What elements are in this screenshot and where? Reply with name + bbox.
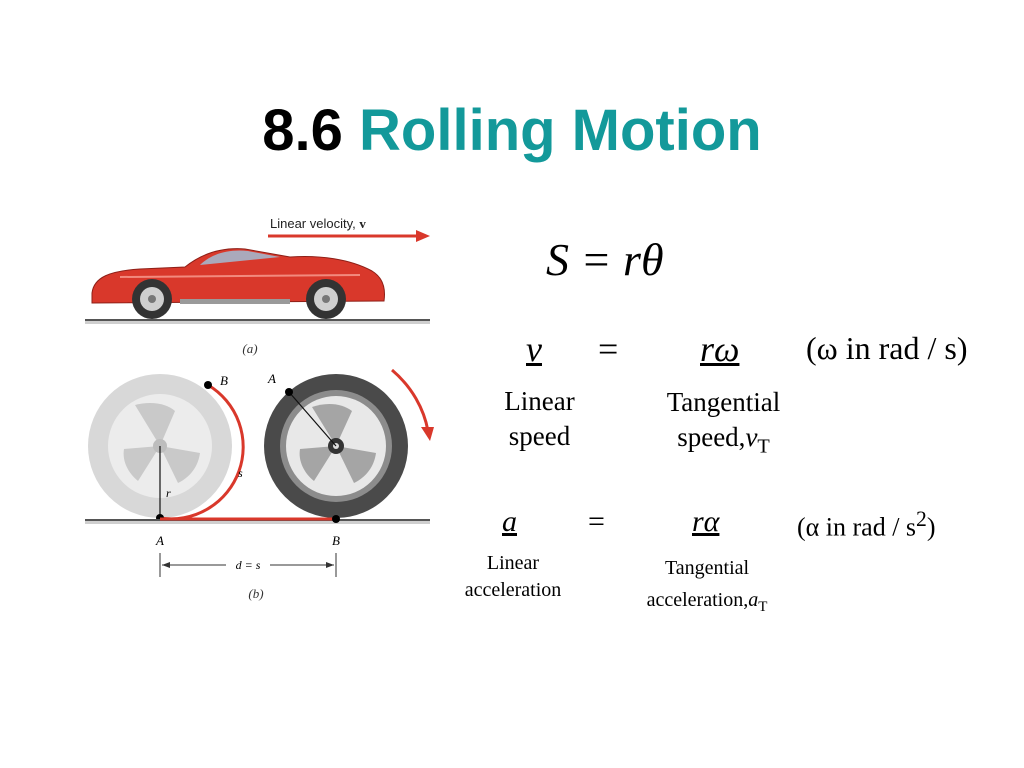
label-b-bottom: B: [332, 533, 340, 548]
section-number: 8.6: [262, 98, 343, 163]
spoke-line: [288, 391, 337, 447]
tangential-speed-label-line1: Tangential: [666, 387, 781, 417]
point-a-on-wheel: [285, 388, 293, 396]
label-a-bottom: A: [155, 533, 164, 548]
caption-a: (a): [242, 341, 257, 356]
tangential-acceleration-label-line1: Tangential: [664, 557, 750, 579]
velocity-unit: (ω in rad / s): [806, 330, 968, 366]
point-b-ground: [332, 515, 340, 523]
road-b-shade: [85, 521, 430, 524]
linear-acceleration-label: Linear acceleration: [449, 550, 577, 604]
radius-label: r: [166, 486, 171, 500]
label-a-right: A: [267, 371, 276, 386]
label-b-left: B: [220, 373, 228, 388]
slide-title: 8.6 Rolling Motion: [0, 96, 1024, 166]
velocity-arrowhead: [416, 230, 430, 242]
acceleration-unit: (α in rad / s2): [797, 507, 936, 542]
tangential-speed-label: Tangential speed,vT: [646, 385, 801, 464]
rolling-figure: Linear velocity, v (a): [80, 205, 440, 610]
tangential-acceleration-symbol: rα: [692, 505, 720, 538]
arc-label: s: [238, 466, 243, 480]
dim-arrow-right: [326, 562, 334, 568]
arc-length-equation: S = rθ: [546, 234, 664, 285]
point-b-on-wheel: [204, 381, 212, 389]
tangential-acceleration-label-line2: acceleration,aT: [646, 589, 768, 615]
tangential-speed-symbol: rω: [700, 329, 740, 369]
linear-acceleration-symbol: a: [502, 505, 517, 538]
dim-arrow-left: [162, 562, 170, 568]
linear-acceleration-label-line2: acceleration: [464, 579, 562, 601]
distance-label: d = s: [236, 558, 261, 572]
linear-speed-label-line1: Linear: [504, 386, 575, 416]
caption-b: (b): [248, 586, 263, 601]
tangential-acceleration-label: Tangential acceleration,aT: [622, 552, 792, 623]
linear-speed-symbol: v: [526, 329, 542, 369]
rolling-figure-svg: Linear velocity, v (a): [85, 216, 434, 601]
section-name: Rolling Motion: [359, 98, 762, 163]
rotation-arrow: [391, 368, 430, 432]
tangential-speed-label-line2: speed,vT: [677, 422, 770, 458]
velocity-equals: =: [598, 329, 619, 369]
linear-acceleration-label-line1: Linear: [486, 552, 540, 574]
velocity-label: Linear velocity, v: [270, 216, 366, 231]
road-a-shade: [85, 321, 430, 324]
acceleration-equals: =: [588, 505, 605, 538]
linear-speed-label-line2: speed: [508, 421, 571, 451]
rotation-arrowhead: [421, 427, 434, 441]
linear-speed-label: Linear speed: [492, 384, 587, 454]
arc-s: [159, 383, 245, 521]
red-car: [91, 248, 385, 319]
